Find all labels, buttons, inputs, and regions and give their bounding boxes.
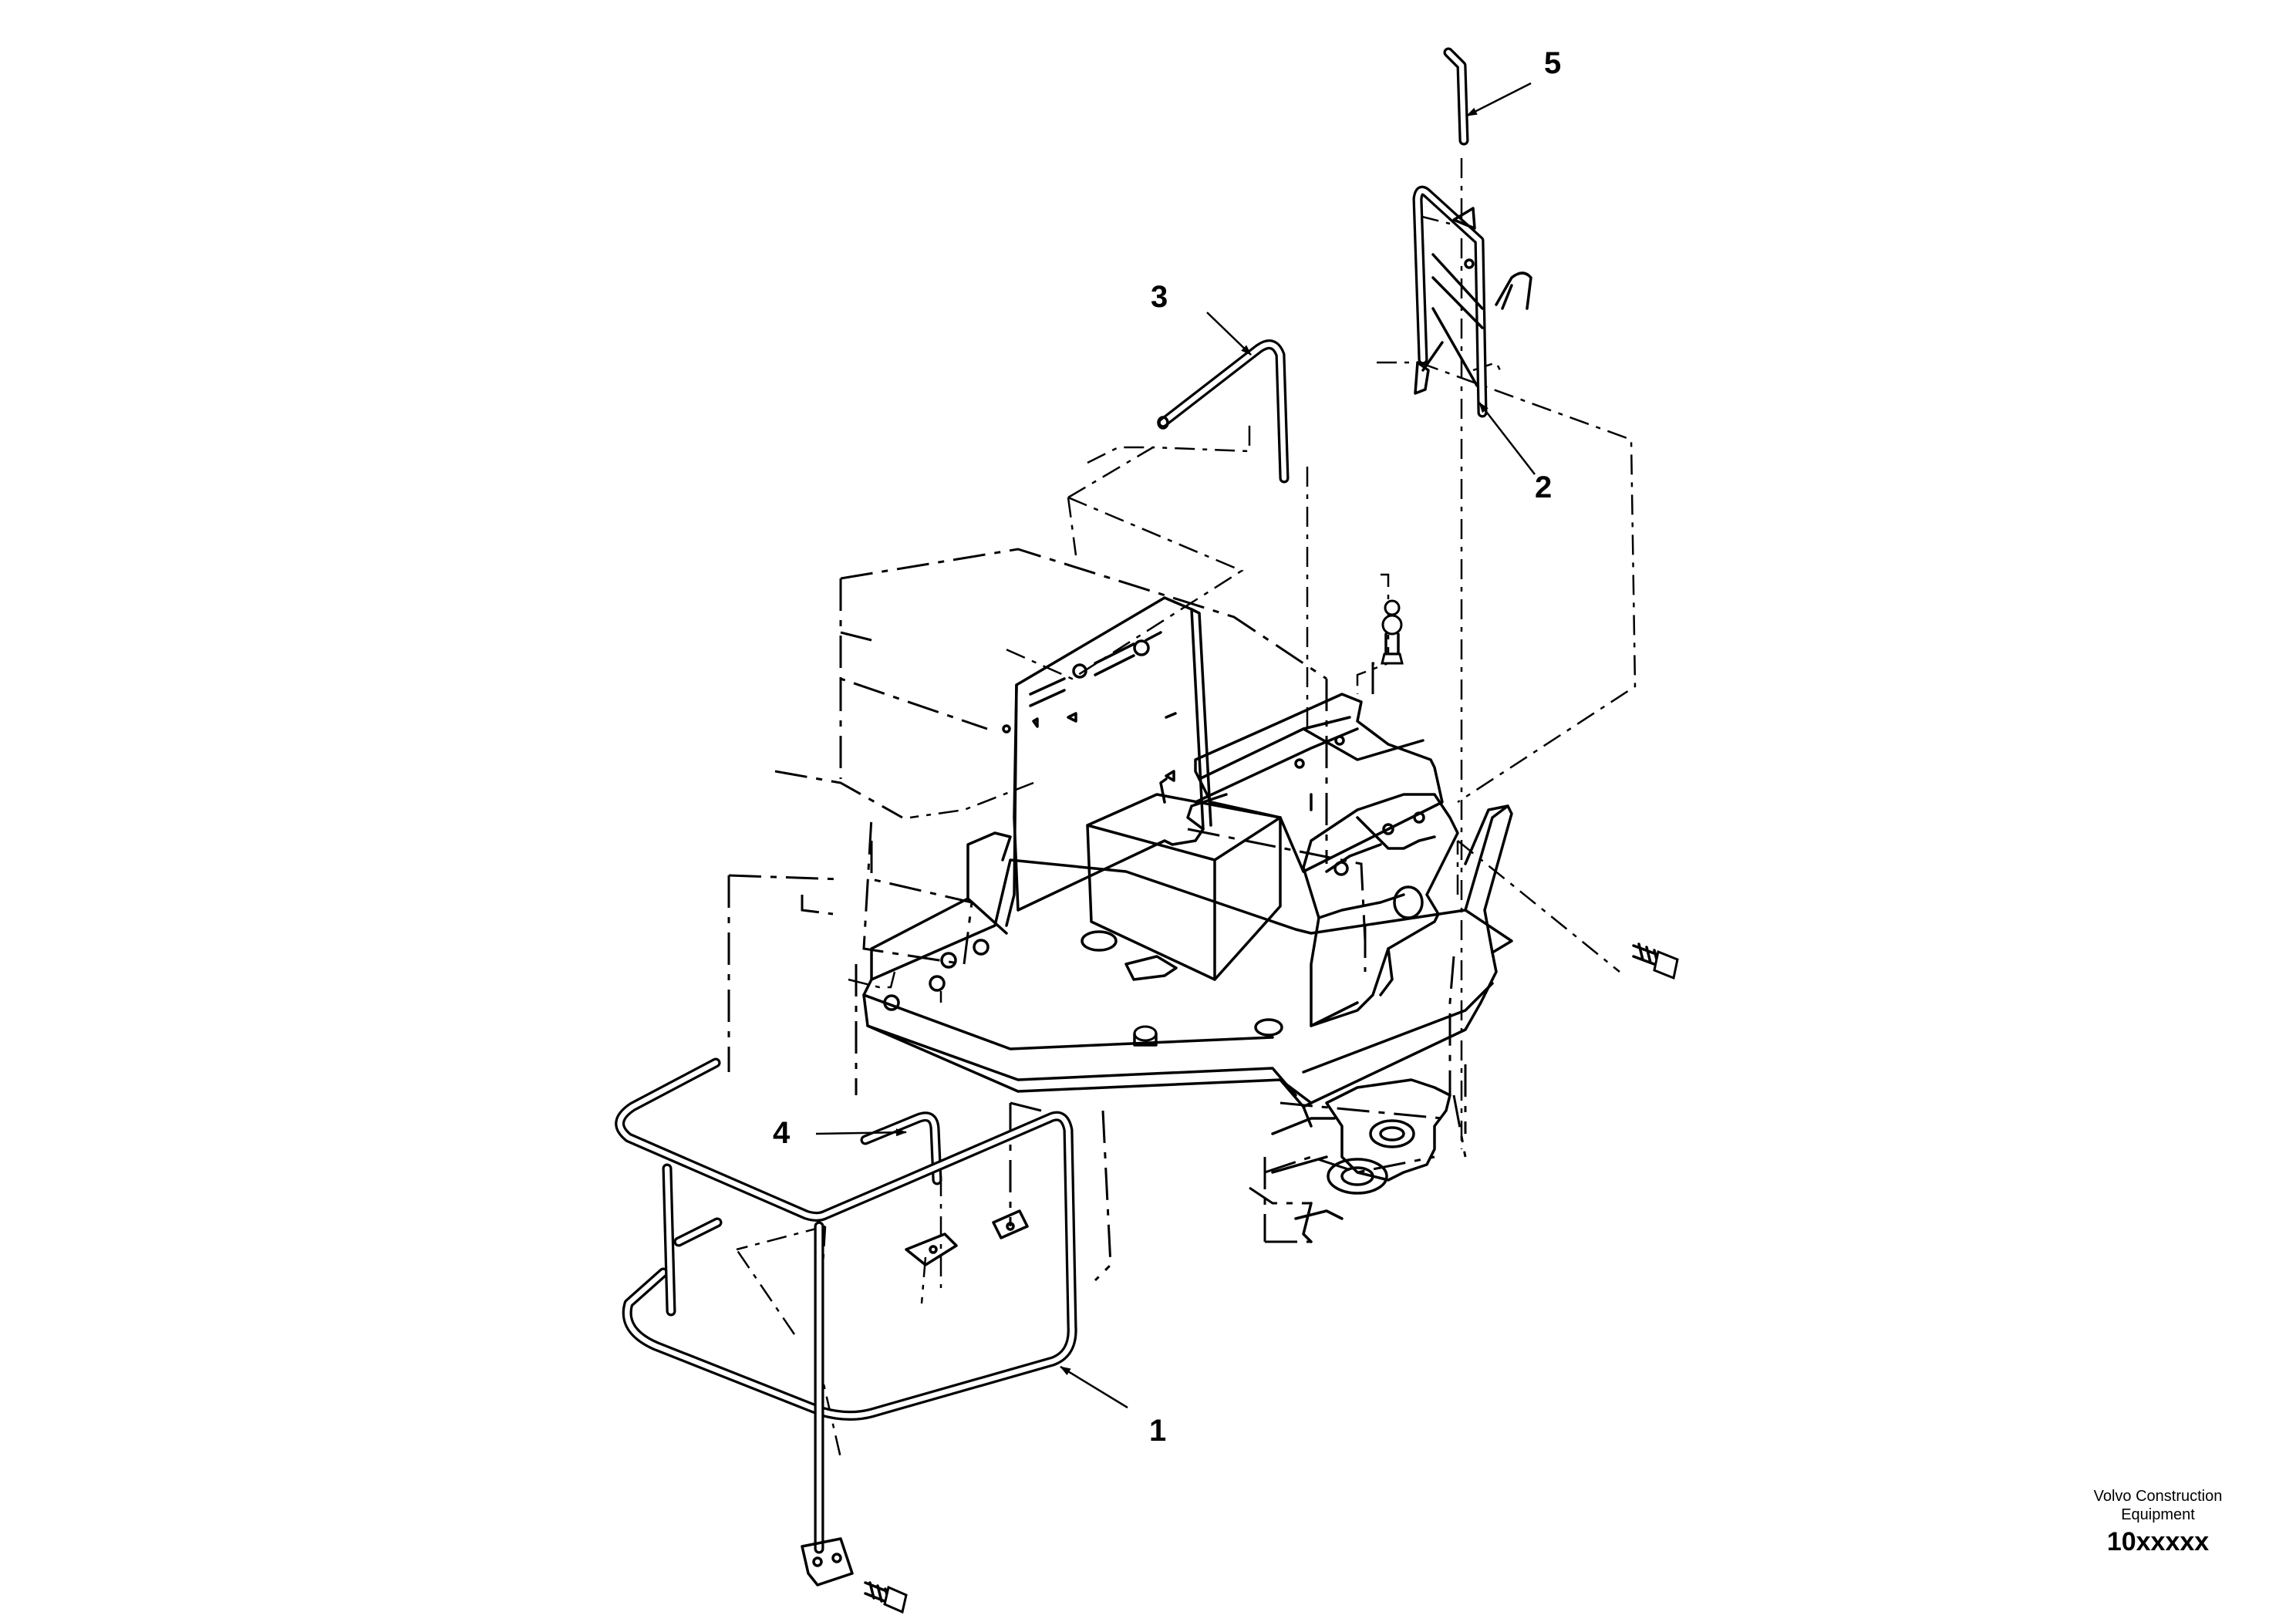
- part-1-guard-rail: [615, 1057, 1077, 1587]
- drawing-code: 10xxxxx: [2107, 1527, 2209, 1556]
- manufacturer-stamp: Volvo Construction Equipment 10xxxxx: [2094, 1488, 2223, 1556]
- hardware-fasteners: [864, 599, 1679, 1614]
- tow-bracket: [1302, 793, 1459, 1027]
- callout-leaders: [815, 82, 1536, 1409]
- rear-block: [1194, 693, 1444, 873]
- tow-hitch: [1271, 1078, 1451, 1243]
- callout-4: 4: [773, 1116, 791, 1150]
- callout-2: 2: [1535, 470, 1552, 504]
- part-3-handle-rod: [1157, 339, 1290, 484]
- right-flange: [1464, 804, 1513, 954]
- stamp-line-2: Equipment: [2121, 1506, 2195, 1523]
- stamp-line-1: Volvo Construction: [2094, 1488, 2223, 1505]
- back-panel: [1002, 596, 1212, 927]
- callout-5: 5: [1544, 46, 1561, 80]
- part-2-rear-guard: [1412, 185, 1532, 418]
- callout-1: 1: [1149, 1414, 1166, 1448]
- battery-box: [1086, 777, 1282, 981]
- phantom-machine-outline: [727, 548, 1467, 1282]
- part-5-bent-pin: [1443, 47, 1469, 146]
- part-4-bent-pin: [860, 1111, 942, 1185]
- callout-3: 3: [1151, 280, 1168, 314]
